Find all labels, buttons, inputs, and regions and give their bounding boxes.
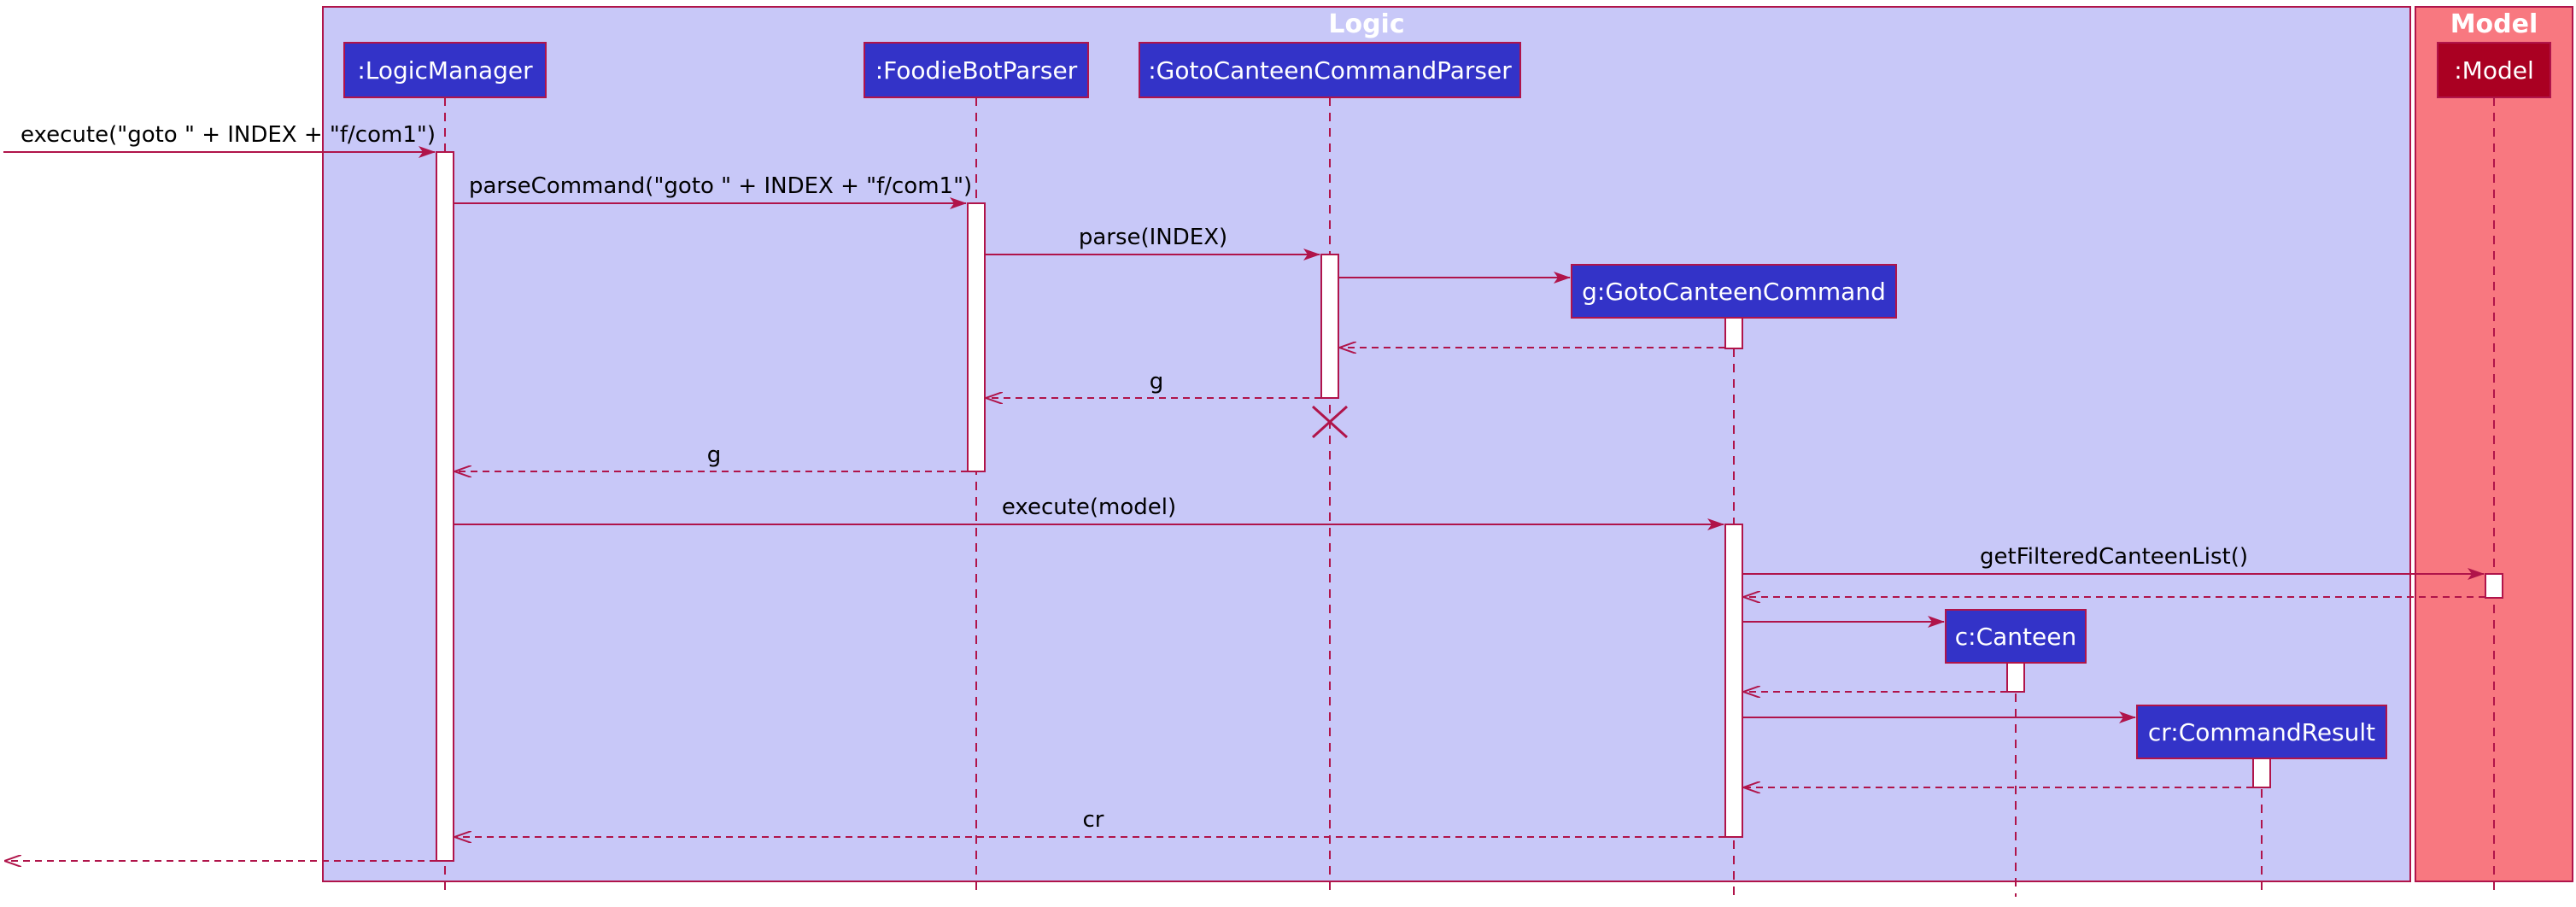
- activation-command-result: [2252, 758, 2271, 788]
- message-return-cr-label: cr: [1083, 807, 1104, 833]
- activation-logic-manager: [436, 151, 454, 862]
- participant-label: :GotoCanteenCommandParser: [1148, 56, 1512, 85]
- participant-canteen: c:Canteen: [1945, 609, 2087, 664]
- participant-label: g:GotoCanteenCommand: [1582, 278, 1886, 306]
- participant-label: :FoodieBotParser: [875, 56, 1078, 85]
- participant-goto-command: g:GotoCanteenCommand: [1571, 264, 1897, 319]
- message-execute-model-label: execute(model): [1002, 494, 1176, 520]
- participant-goto-parser: :GotoCanteenCommandParser: [1139, 42, 1521, 98]
- participant-logic-manager: :LogicManager: [343, 42, 547, 98]
- activation-parser: [967, 202, 986, 472]
- logic-frame-title: Logic: [1328, 9, 1404, 39]
- logic-frame: Logic: [322, 6, 2411, 882]
- activation-canteen: [2006, 662, 2025, 693]
- model-frame-title: Model: [2450, 9, 2538, 39]
- activations: [436, 151, 2503, 862]
- activation-model: [2485, 573, 2503, 599]
- destroy-x-icon: [1311, 405, 1349, 439]
- message-get-filtered-label: getFilteredCanteenList(): [1980, 544, 2248, 570]
- participant-label: c:Canteen: [1955, 623, 2076, 651]
- participant-label: :LogicManager: [357, 56, 533, 85]
- messages: [3, 146, 2485, 861]
- participant-command-result: cr:CommandResult: [2136, 705, 2387, 759]
- message-return-g-2-label: g: [707, 442, 722, 468]
- participant-parser: :FoodieBotParser: [864, 42, 1089, 98]
- message-parse-label: parse(INDEX): [1079, 225, 1227, 250]
- message-return-g-1-label: g: [1150, 369, 1164, 395]
- activation-goto-command-execute: [1724, 524, 1743, 838]
- participant-label: cr:CommandResult: [2148, 718, 2375, 746]
- activation-goto-command-create: [1724, 317, 1743, 349]
- participant-label: :Model: [2454, 56, 2534, 85]
- message-execute-in-label: execute("goto " + INDEX + "f/com1"): [20, 122, 436, 148]
- activation-goto-parser: [1320, 254, 1339, 399]
- participant-model: :Model: [2437, 42, 2551, 98]
- message-parse-command-label: parseCommand("goto " + INDEX + "f/com1"): [469, 173, 972, 199]
